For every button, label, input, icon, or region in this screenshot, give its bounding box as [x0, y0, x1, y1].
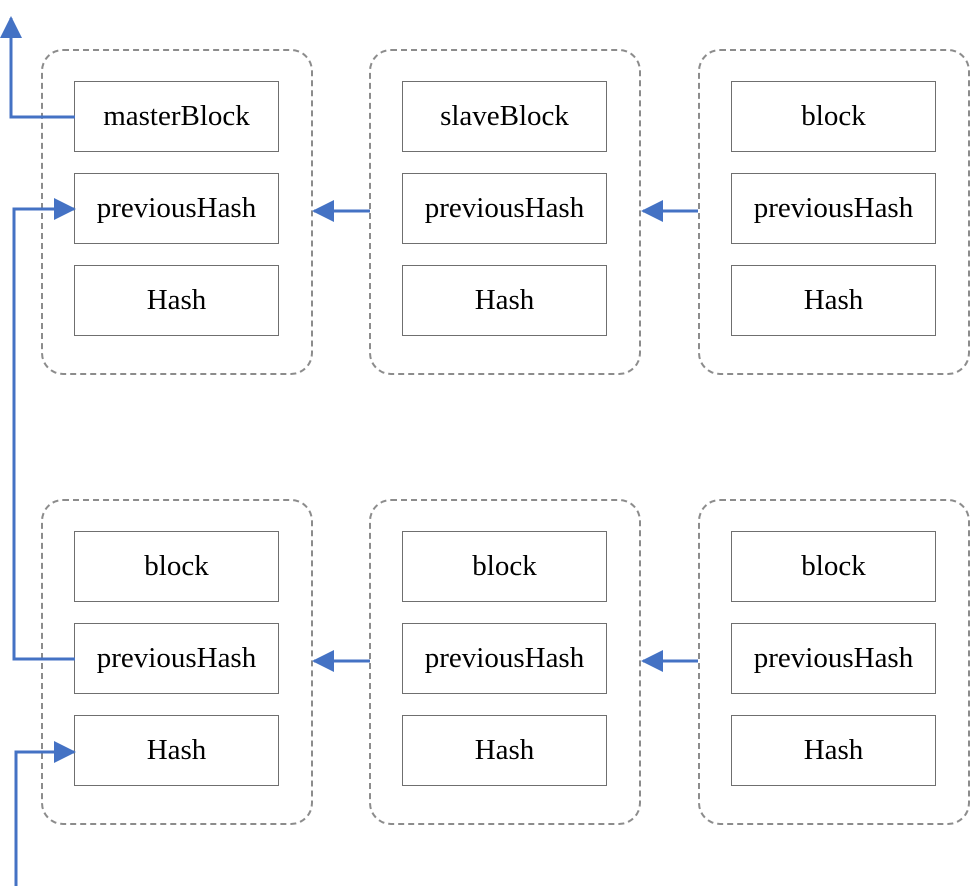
hash-field: Hash: [74, 715, 279, 786]
block-field: slaveBlock: [402, 81, 607, 152]
block-field: masterBlock: [74, 81, 279, 152]
previous-hash-field: previousHash: [731, 173, 936, 244]
previous-hash-field: previousHash: [731, 623, 936, 694]
block-field: block: [74, 531, 279, 602]
block-field: block: [402, 531, 607, 602]
block-group: [698, 49, 970, 375]
block-field: block: [731, 531, 936, 602]
hash-field: Hash: [731, 715, 936, 786]
hash-field: Hash: [402, 715, 607, 786]
previous-hash-field: previousHash: [402, 173, 607, 244]
arrow-row2-to-row1: [12, 198, 76, 661]
hash-field: Hash: [74, 265, 279, 336]
hash-field: Hash: [731, 265, 936, 336]
block-field: block: [731, 81, 936, 152]
previous-hash-field: previousHash: [74, 173, 279, 244]
block-group: [698, 499, 970, 825]
previous-hash-field: previousHash: [74, 623, 279, 694]
previous-hash-field: previousHash: [402, 623, 607, 694]
arrow-master-up: [0, 16, 75, 119]
hash-field: Hash: [402, 265, 607, 336]
arrow-incoming-hash: [14, 741, 76, 886]
